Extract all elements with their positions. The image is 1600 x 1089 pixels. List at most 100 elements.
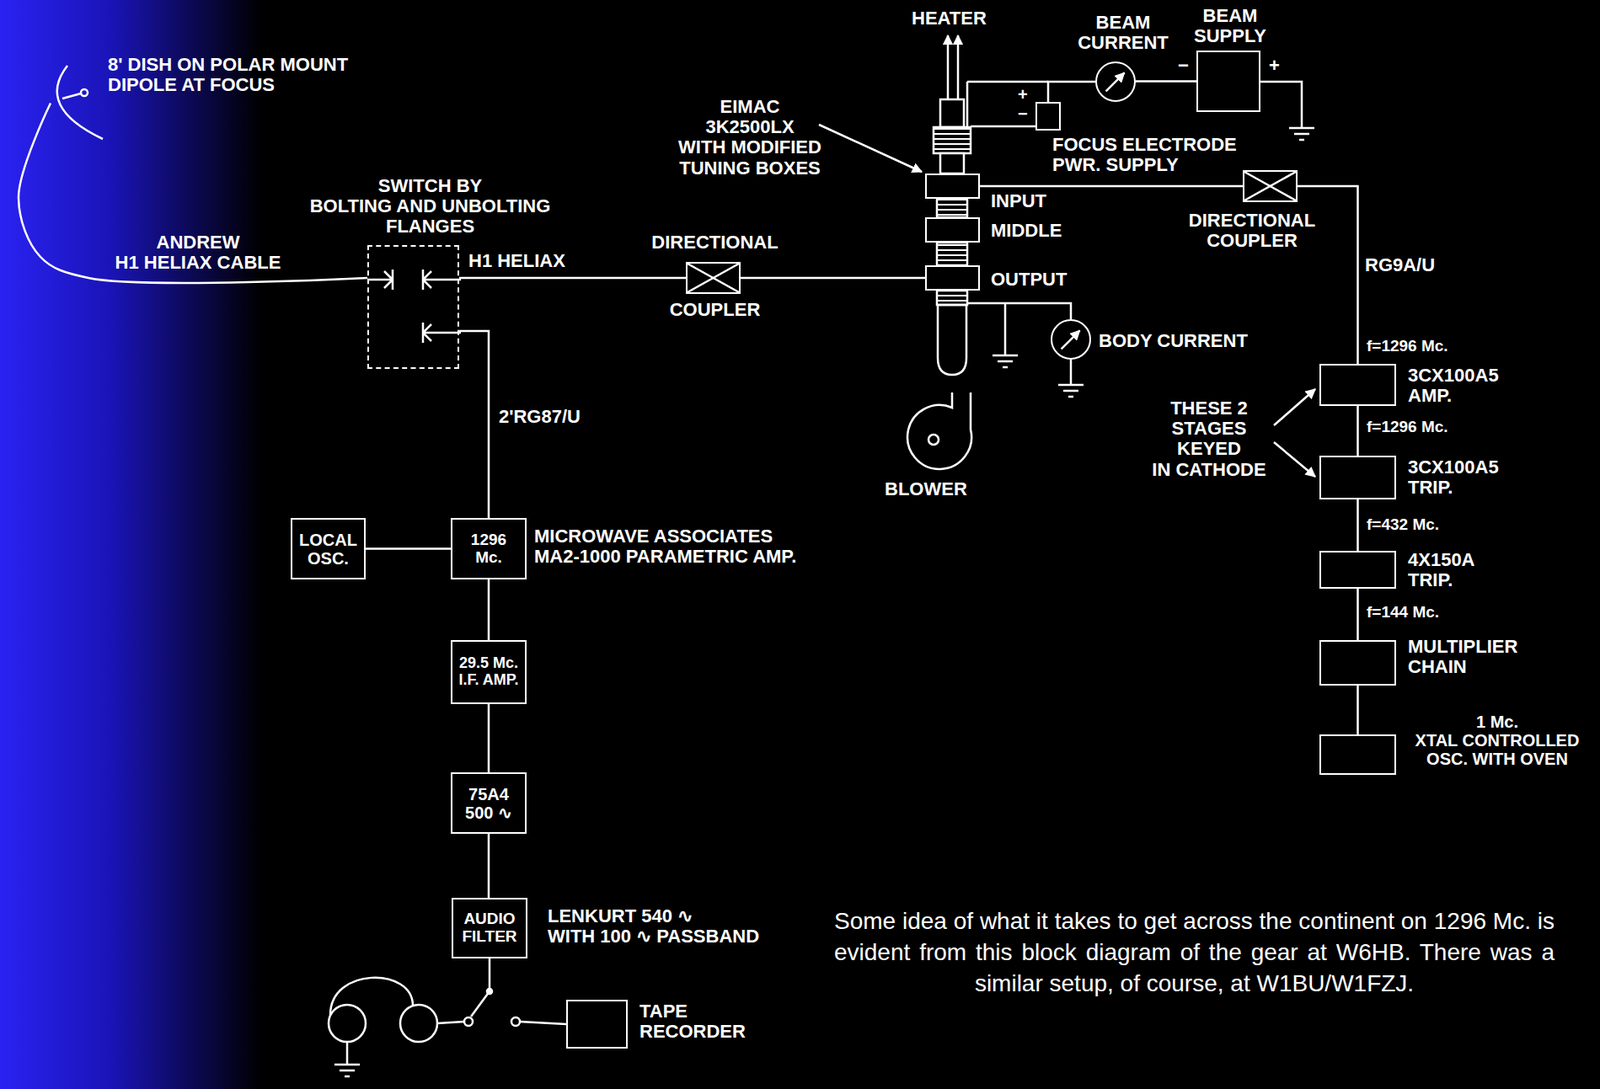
text-line: BODY CURRENT: [1098, 331, 1248, 352]
tube-section: [936, 198, 968, 218]
text-line: FLANGES: [289, 216, 571, 237]
directional-coupler-box: DIRECTIONAL COUPLER: [1242, 170, 1298, 203]
directional-coupler-box: DIRECTIONALCOUPLER: [685, 262, 741, 295]
shape-stroke: [1244, 171, 1296, 201]
edge-label: f=144 Mc.: [1366, 604, 1440, 622]
text-line: TUNING BOXES: [661, 158, 839, 179]
text-line: EIMAC: [661, 96, 839, 118]
headphone-band: [330, 978, 413, 1016]
text-line: TAPE: [639, 1001, 746, 1023]
text-line: OSC.: [299, 549, 358, 568]
annotation-label: −: [1177, 55, 1189, 76]
node-label: MICROWAVE ASSOCIATES MA2-1000 PARAMETRIC…: [534, 526, 797, 568]
text-line: FOCUS ELECTRODE: [1052, 134, 1237, 156]
connector: [18, 103, 368, 284]
annotation-label: EIMAC 3K2500LX WITH MODIFIED TUNING BOXE…: [661, 96, 839, 179]
text-line: 1 Mc.: [1408, 712, 1586, 732]
text-line: CURRENT: [1068, 32, 1178, 54]
text-line: 3CX100A5: [1407, 457, 1499, 478]
text-line: 29.5 Mc.: [458, 655, 519, 673]
block-box: MULTIPLIER CHAIN: [1319, 640, 1397, 686]
text-line: AUDIO: [461, 910, 517, 929]
text-line: −: [1017, 104, 1028, 124]
shape-stroke: [1061, 330, 1081, 349]
block-box: BEAM SUPPLY: [1196, 50, 1261, 113]
text-line: TRIP.: [1407, 570, 1476, 591]
edge-label: f=1296 Mc.: [1366, 418, 1449, 437]
node-label: DIRECTIONAL COUPLER: [1171, 210, 1333, 252]
switch-contact: [464, 1017, 473, 1027]
shape-stroke: [1244, 171, 1296, 201]
tube-base: [937, 305, 967, 375]
node-label: COUPLER: [648, 299, 782, 321]
phones-wire: [437, 1022, 465, 1024]
ground-symbol: [1058, 374, 1084, 397]
node-label: BEAM CURRENT: [1068, 12, 1178, 54]
text-line: COUPLER: [648, 299, 782, 321]
node-label: BODY CURRENT: [1098, 331, 1248, 352]
connector: [740, 277, 926, 280]
node-label: AUDIO FILTER: [461, 910, 517, 947]
text-line: Some idea of what it takes to get across…: [834, 905, 1555, 1000]
block-box: LOCAL OSC.: [290, 518, 366, 580]
text-line: BOLTING AND UNBOLTING: [289, 196, 571, 217]
text-line: THESE 2: [1141, 398, 1277, 419]
ground-symbol: [1289, 117, 1315, 140]
text-line: I.F. AMP.: [458, 672, 519, 690]
text-line: RECORDER: [639, 1022, 746, 1043]
text-line: MICROWAVE ASSOCIATES: [534, 526, 797, 547]
node-label: 75A4 500 ∿: [465, 785, 513, 823]
annotation-label: f=1296 Mc.: [1366, 337, 1449, 356]
node-label: 8' DISH ON POLAR MOUNT DIPOLE AT FOCUS: [107, 54, 348, 96]
text-line: LENKURT 540 ∿: [547, 906, 760, 927]
connector: [979, 185, 1243, 188]
text-line: SWITCH BY: [289, 176, 571, 197]
node-label: 3CX100A5 AMP.: [1407, 365, 1499, 407]
text-line: DIPOLE AT FOCUS: [107, 74, 348, 96]
text-line: DIRECTIONAL: [648, 232, 782, 253]
audio-wire: [488, 958, 492, 992]
text-line: FILTER: [461, 928, 517, 947]
text-line: BEAM: [1187, 5, 1273, 27]
text-line: TRIP.: [1407, 477, 1499, 498]
block-box: OUTPUT: [925, 265, 980, 291]
shape-art: [369, 246, 458, 368]
block-box: TAPE RECORDER: [566, 1000, 628, 1049]
connector: [459, 331, 489, 519]
text-line: OSC. WITH OVEN: [1408, 749, 1586, 769]
text-line: 3K2500LX: [661, 117, 839, 138]
node-label: LENKURT 540 ∿ WITH 100 ∿ PASSBAND: [547, 906, 760, 948]
leader-arrow: [1273, 442, 1316, 477]
shape-stroke: [367, 269, 393, 290]
node-label: MIDDLE: [990, 220, 1062, 241]
text-line: H1 HELIAX CABLE: [88, 252, 308, 273]
leader-arrow: [818, 124, 922, 172]
tube-section: [936, 242, 968, 266]
connector: [487, 579, 491, 641]
connector: [1356, 406, 1360, 456]
edge-label: 2'RG87/U: [498, 406, 581, 428]
heater-lead: [947, 35, 950, 100]
node-label: OUTPUT: [990, 269, 1067, 290]
node-label: INPUT: [990, 191, 1047, 212]
block-box: 75A4 500 ∿: [450, 772, 527, 835]
annotation-label: BLOWER: [884, 479, 968, 500]
edge-label: H1 HELIAX: [468, 251, 566, 272]
shape-art: [1096, 63, 1135, 101]
block-box: MIDDLE: [925, 217, 980, 243]
text-line: 4X150A: [1407, 550, 1476, 571]
text-line: PWR. SUPPLY: [1052, 155, 1237, 176]
text-line: INPUT: [990, 191, 1047, 212]
leader-arrow: [1273, 389, 1316, 426]
connector: [1356, 685, 1360, 735]
block-box: 29.5 Mc. I.F. AMP.: [450, 640, 527, 705]
text-line: AMP.: [1407, 385, 1499, 407]
supply-ground-wire: [1260, 81, 1302, 118]
text-line: 75A4: [465, 785, 513, 804]
block-box: 3CX100A5 TRIP.: [1319, 455, 1397, 500]
shape-stroke: [687, 263, 739, 293]
text-line: H1 HELIAX: [468, 251, 566, 272]
annotation-label: +: [1017, 85, 1028, 104]
shape-stroke: [1106, 72, 1125, 91]
